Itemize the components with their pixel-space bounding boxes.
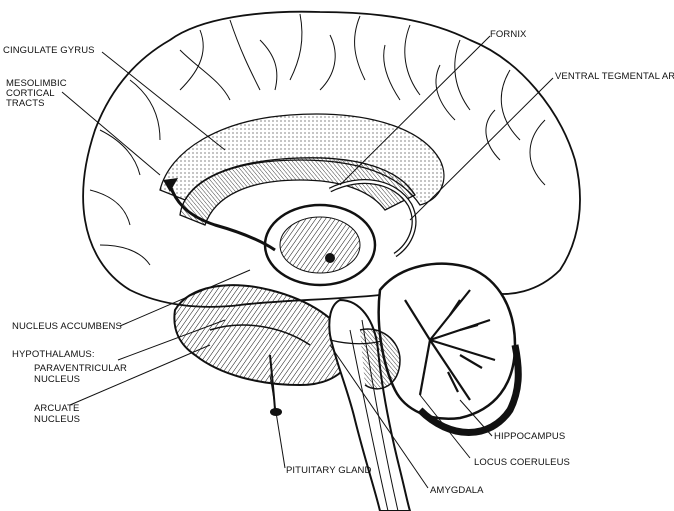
label-mesolimbic-line3: TRACTS (6, 98, 45, 109)
label-mesolimbic-line1: MESOLIMBIC (6, 78, 67, 89)
pons (359, 328, 401, 390)
label-locus-coeruleus: LOCUS COERULEUS (474, 457, 570, 468)
label-hypothalamus: HYPOTHALAMUS: (12, 349, 95, 360)
temporal-lobe (173, 284, 352, 387)
label-hippocampus: HIPPOCAMPUS (494, 431, 566, 442)
label-fornix: FORNIX (490, 29, 527, 40)
label-ventral-tegmental-area: VENTRAL TEGMENTAL AREA (555, 71, 674, 82)
label-amygdala: AMYGDALA (430, 485, 484, 496)
label-arcuate-line1: ARCUATE (34, 403, 80, 414)
label-arcuate-line2: NUCLEUS (34, 414, 81, 425)
label-nucleus-accumbens: NUCLEUS ACCUMBENS (12, 321, 122, 332)
label-mesolimbic-line2: CORTICAL (6, 88, 55, 99)
gyri-lines (89, 13, 546, 266)
arbor-vitae (404, 289, 496, 401)
leader-lines (61, 35, 554, 489)
label-paraventricular-line1: PARAVENTRICULAR (34, 363, 127, 374)
label-paraventricular-line2: NUCLEUS (34, 374, 81, 385)
cerebellum (377, 262, 517, 421)
label-cingulate-gyrus: CINGULATE GYRUS (3, 45, 95, 56)
label-pituitary-gland: PITUITARY GLAND (286, 465, 372, 476)
mesolimbic-tract (168, 184, 276, 252)
